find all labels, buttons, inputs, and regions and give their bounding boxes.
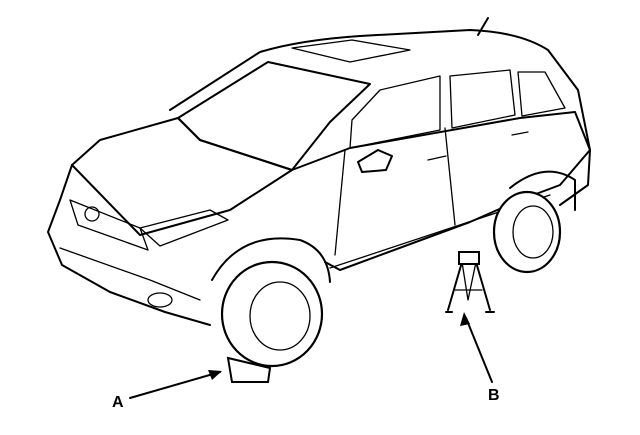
front-wheel-arch [211,237,331,283]
emblem [84,206,100,222]
sunroof [291,39,411,63]
front-side-window [349,75,441,149]
hood [71,117,293,236]
callout-a-leader [129,371,221,399]
callout-label-a: A [112,394,124,411]
rear-wheel-arch [509,170,576,211]
rear-quarter-window [517,71,566,117]
rear-wheel-rim [512,205,554,259]
side-mirror [357,149,393,173]
rear-side-window [449,69,516,129]
callout-a-arrowhead [208,370,222,380]
door-line-front [334,149,346,256]
jack-stand [445,251,495,313]
grille [69,199,149,251]
fog-light [147,292,173,308]
front-fascia [47,164,211,326]
callout-label-b: B [488,387,500,404]
door-line-rear [444,127,456,226]
rear-door-handle [511,131,529,136]
side-body [291,111,591,271]
headlight [139,209,229,247]
callout-b-arrowhead [460,312,470,326]
roof-outline [169,29,591,206]
antenna [477,17,489,36]
rear-tire [492,190,562,274]
front-door-handle [427,155,447,161]
callout-b-leader [465,317,493,383]
front-tire [220,260,324,368]
windshield [177,61,371,171]
front-wheel-rim [249,281,311,351]
wheel-chock-block [226,356,272,383]
lower-intake [59,247,201,301]
